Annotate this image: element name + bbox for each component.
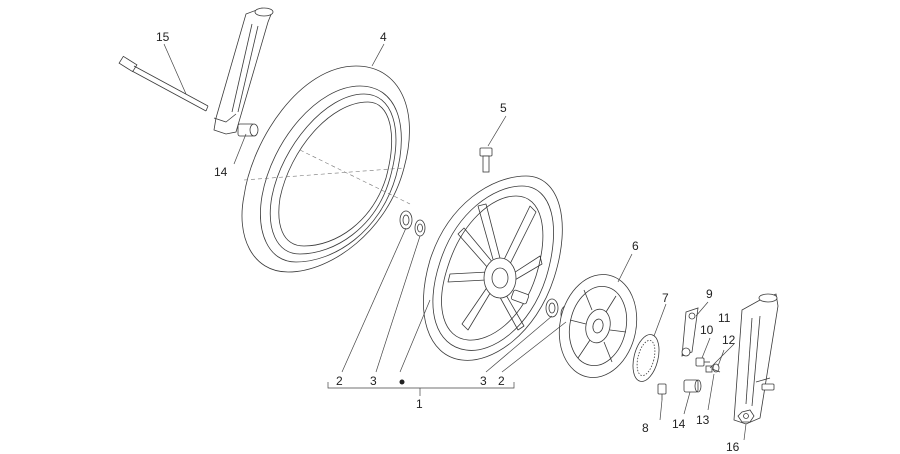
callout-13: 13 (696, 413, 710, 427)
callout-4: 4 (380, 30, 387, 44)
wheel-rim (423, 175, 563, 361)
callout-14-right: 14 (672, 417, 686, 431)
callout-2-right: 2 (498, 374, 505, 388)
callout-16: 16 (726, 440, 740, 454)
left-spacer (237, 123, 259, 137)
callout-15: 15 (156, 30, 170, 44)
left-fork-leg (213, 7, 274, 135)
rim-spokes (447, 203, 543, 331)
callout-labels: 15 4 14 5 6 7 9 10 11 12 2 3 3 2 1 8 14 … (156, 30, 740, 454)
left-bearing (399, 210, 413, 230)
screw-8 (657, 383, 667, 400)
axle-bolt (118, 55, 209, 112)
abs-tone-ring (632, 334, 660, 382)
callout-3-right: 3 (480, 374, 487, 388)
leader-lines (163, 43, 747, 441)
callout-10: 10 (700, 323, 714, 337)
valve-stem (479, 147, 493, 173)
callout-6: 6 (632, 239, 639, 253)
callout-12: 12 (722, 333, 736, 347)
callout-9: 9 (706, 287, 713, 301)
tire (241, 65, 411, 273)
left-seal (414, 219, 426, 237)
callout-8: 8 (642, 421, 649, 435)
callout-5: 5 (500, 101, 507, 115)
callout-2-left: 2 (336, 374, 343, 388)
axle-nut (737, 409, 755, 423)
spacer-13 (683, 379, 702, 393)
bolt-12 (705, 365, 721, 373)
sensor-bracket (681, 307, 699, 357)
brake-disc (558, 274, 638, 378)
callout-11: 11 (718, 311, 731, 325)
callout-3-left: 3 (370, 374, 377, 388)
right-fork-leg (733, 293, 779, 425)
right-bearing (545, 298, 559, 318)
callout-1: 1 (416, 397, 423, 411)
callout-7: 7 (662, 291, 669, 305)
callout-14-left: 14 (214, 165, 228, 179)
screw-10 (695, 357, 710, 367)
